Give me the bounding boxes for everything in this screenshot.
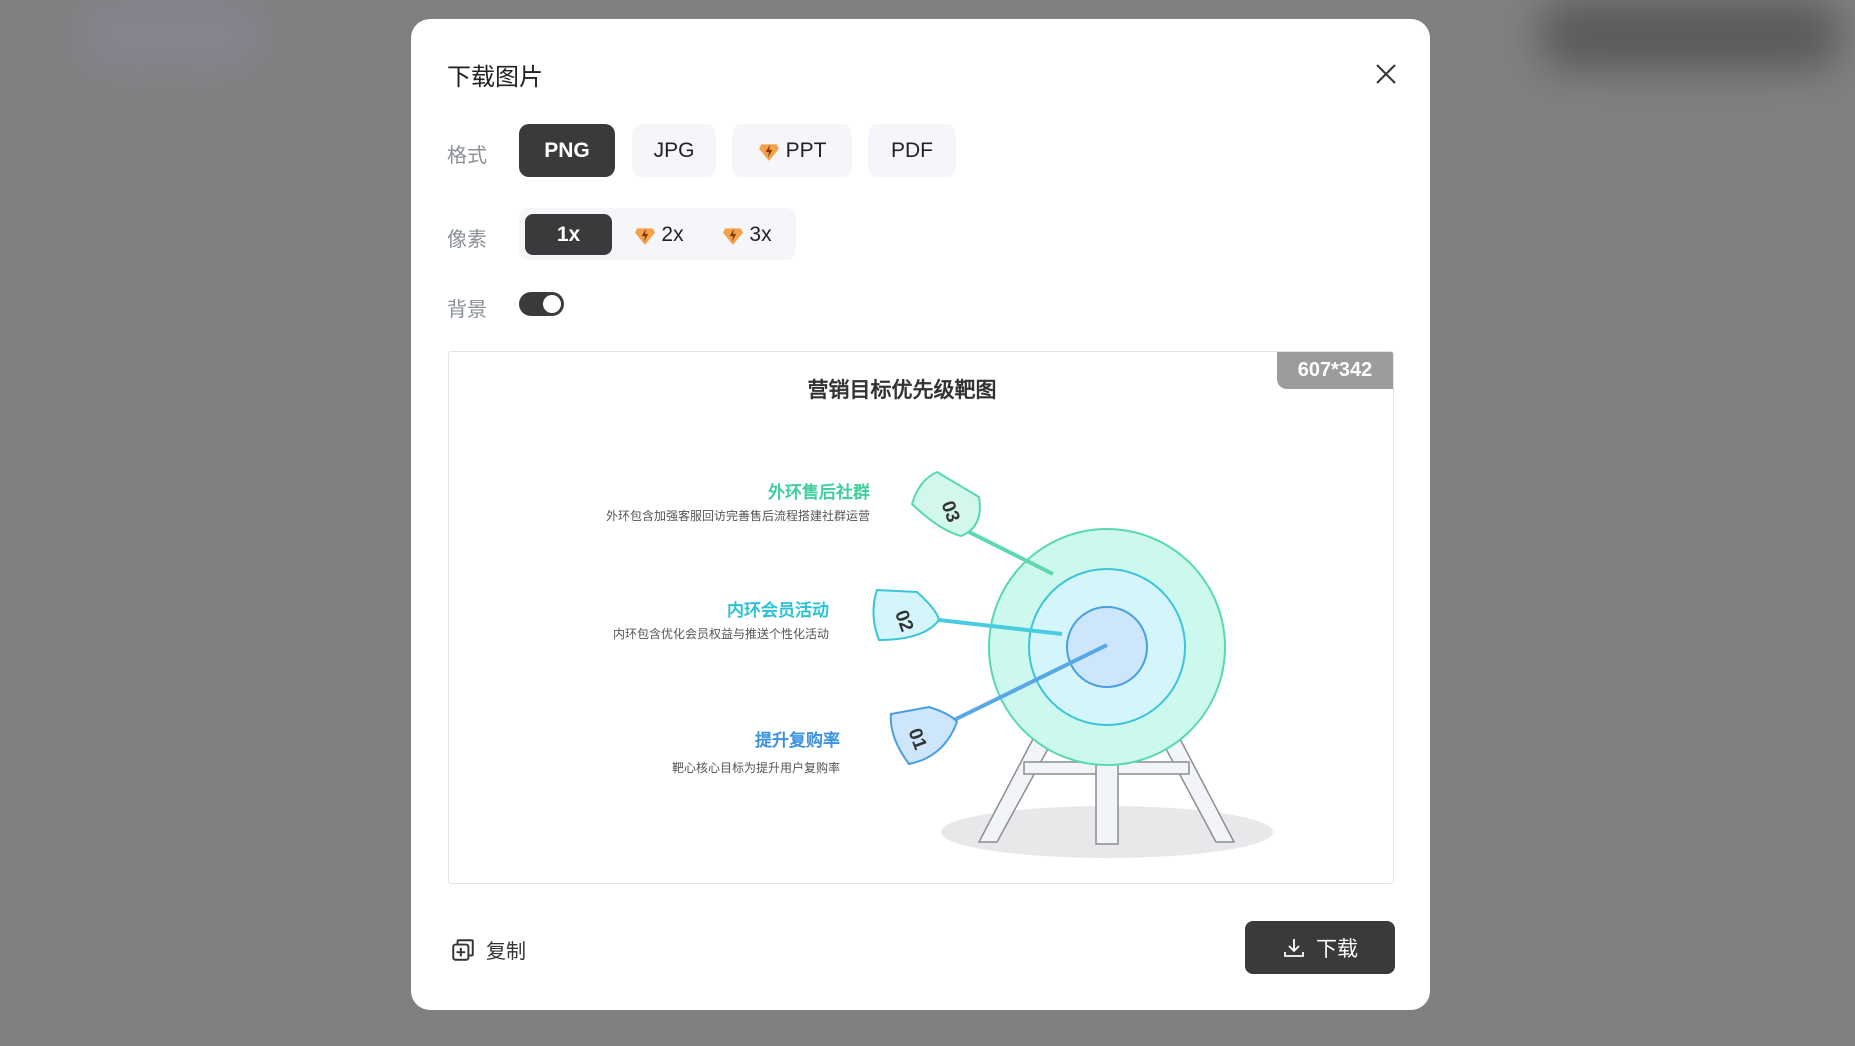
download-icon [1284,938,1304,957]
download-button[interactable]: 下载 [1245,921,1395,974]
background-blur [80,0,260,70]
format-label: 格式 [447,145,487,167]
target-chart-preview: 营销目标优先级靶图 03 02 01 [606,378,1273,858]
item-heading: 外环售后社群 [768,482,870,502]
pixel-3x-button[interactable]: 3x [707,214,787,255]
preview-title: 营销目标优先级靶图 [808,378,997,402]
close-icon[interactable] [1371,59,1401,89]
image-preview: 营销目标优先级靶图 03 02 01 [448,351,1394,884]
background-label: 背景 [447,299,487,321]
format-png-button[interactable]: PNG [519,124,615,177]
item-desc: 外环包含加强客服回访完善售后流程搭建社群运营 [606,508,870,523]
dialog-title: 下载图片 [447,64,543,91]
dart-01: 01 [889,643,1108,766]
pixel-1x-button[interactable]: 1x [525,214,612,255]
dart-03: 03 [910,470,1054,576]
format-jpg-button[interactable]: JPG [632,124,716,177]
premium-diamond-icon [635,227,656,245]
toggle-knob [543,295,561,313]
background-blur [1540,0,1840,70]
pixel-2x-button[interactable]: 2x [619,214,699,255]
pixel-segmented-control: 1x 2x 3x [519,208,796,260]
copy-button[interactable]: 复制 [450,935,526,964]
premium-diamond-icon [758,143,779,161]
item-heading: 提升复购率 [755,730,840,750]
pixel-label: 像素 [447,229,487,251]
premium-diamond-icon [723,227,744,245]
dart-02: 02 [872,588,1063,642]
item-desc: 内环包含优化会员权益与推送个性化活动 [613,626,829,641]
format-pdf-button[interactable]: PDF [868,124,956,177]
download-image-dialog: 下载图片 格式 PNG JPG PPT PDF 像素 1x 2x 3x 背景 营… [411,19,1430,1010]
size-badge: 607*342 [1277,352,1393,389]
item-heading: 内环会员活动 [727,600,829,620]
background-toggle[interactable] [519,292,564,316]
item-desc: 靶心核心目标为提升用户复购率 [672,760,840,775]
copy-icon [452,938,474,961]
format-ppt-button[interactable]: PPT [732,124,852,177]
